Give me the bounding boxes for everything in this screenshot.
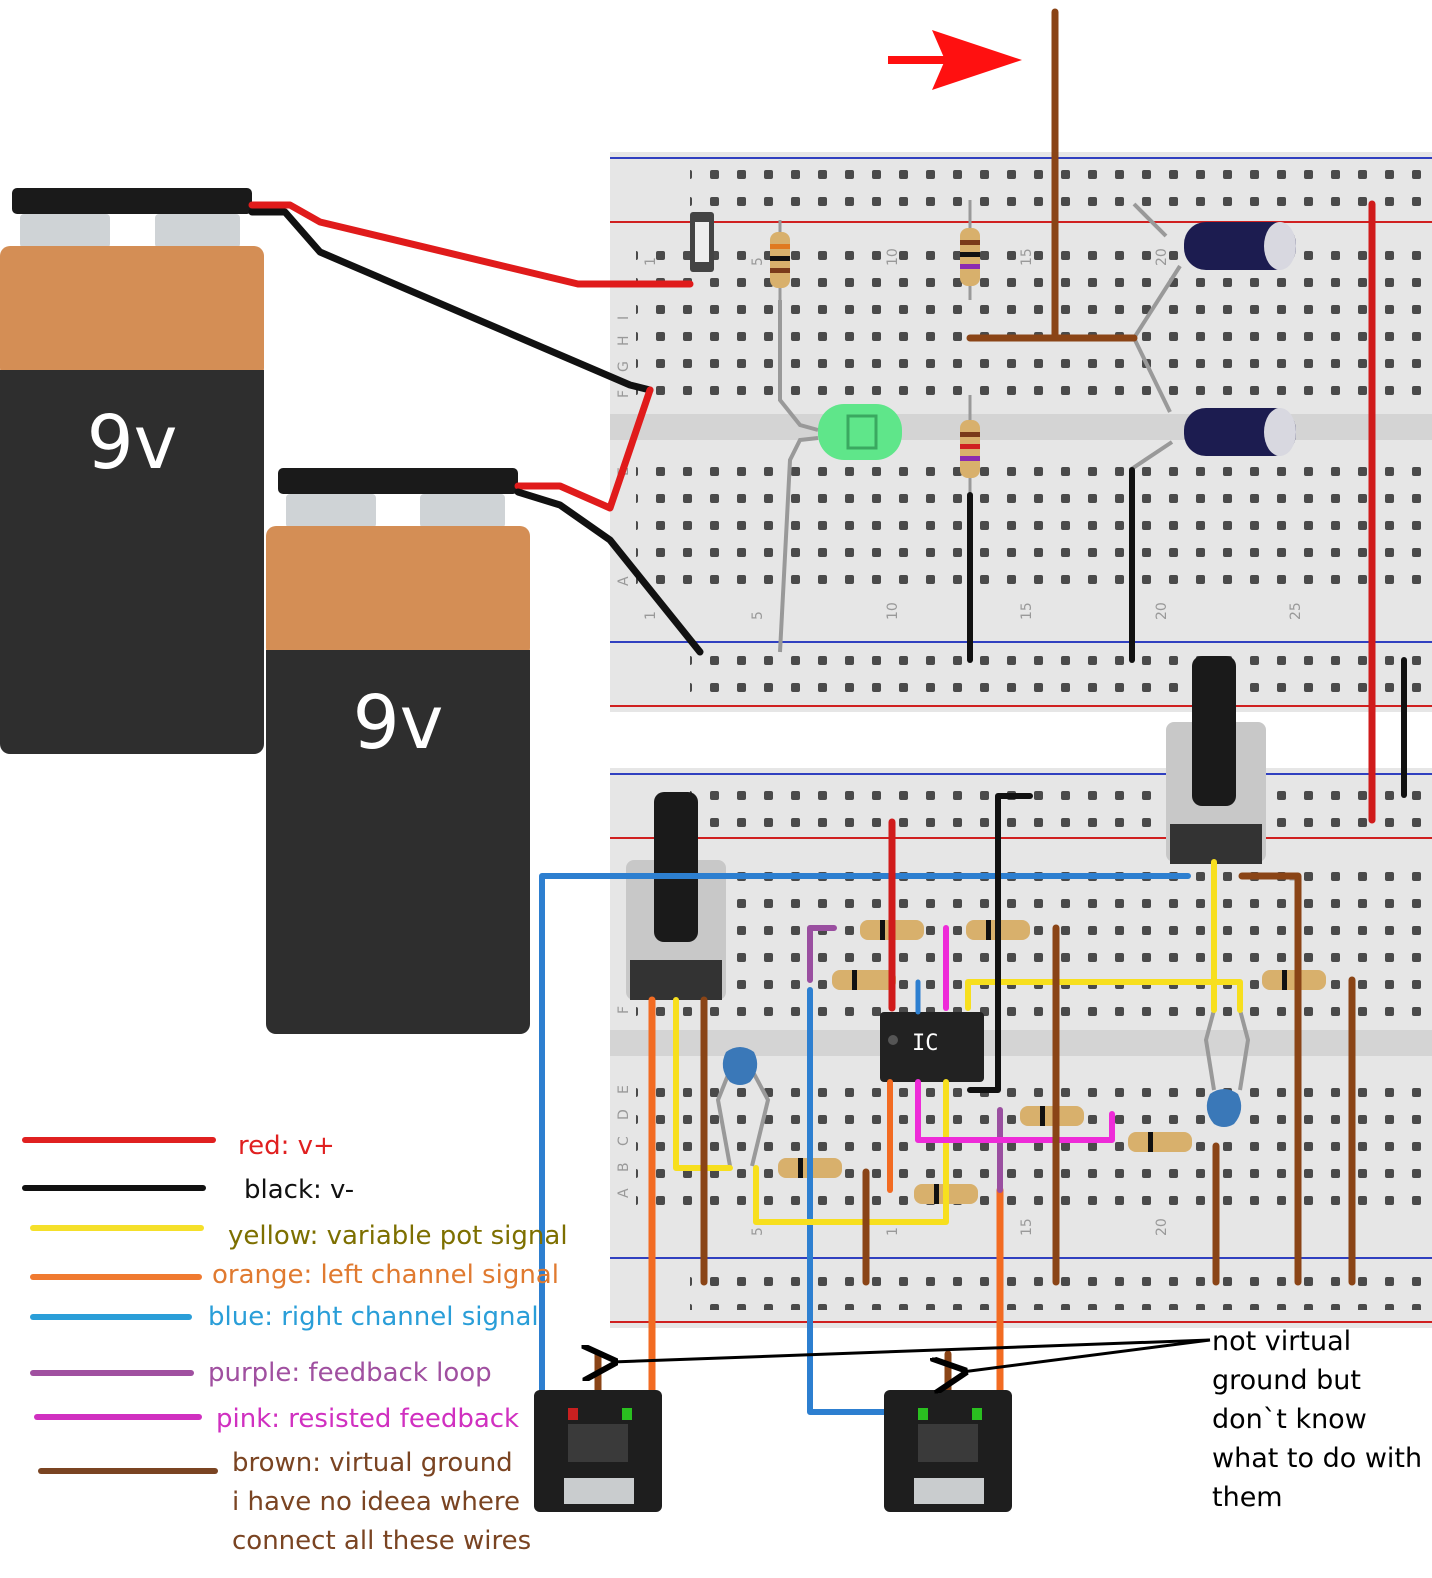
row-letter: B [616, 1162, 632, 1172]
row-letter: C [616, 1136, 632, 1146]
red-arrow [888, 30, 1022, 90]
battery-1: 9v [0, 188, 264, 754]
col-number: 20 [1154, 1218, 1170, 1236]
side-note-line: ground but [1212, 1365, 1361, 1396]
potentiometer-right [1166, 656, 1266, 864]
legend-item-orange: orange: left channel signal [212, 1260, 559, 1290]
col-number: 10 [885, 602, 901, 620]
row-letter: A [616, 1188, 632, 1198]
wire-yellow [753, 1079, 949, 1225]
row-letter: I [616, 316, 632, 320]
col-number: 1 [643, 257, 659, 266]
ic-label: IC [912, 1031, 939, 1056]
ic-chip: IC [880, 1012, 984, 1082]
legend-swatch-yellow [30, 1225, 204, 1231]
col-number: 15 [1019, 602, 1035, 620]
resistor [960, 200, 980, 300]
battery-terminal [155, 214, 240, 248]
audio-jack-right [884, 1390, 1012, 1512]
resistor [770, 220, 790, 300]
legend-item-pink: pink: resisted feedback [216, 1404, 520, 1434]
col-number: 5 [750, 611, 766, 620]
col-number: 1 [885, 1227, 901, 1236]
battery-2: 9v [266, 468, 530, 1034]
led-green [778, 300, 902, 653]
legend-swatch-red [22, 1137, 216, 1143]
legend-swatch-blue [30, 1314, 192, 1320]
resistor [1262, 970, 1326, 990]
col-number: 5 [750, 257, 766, 266]
row-letter: H [616, 335, 632, 346]
legend-swatch-brown [38, 1468, 218, 1474]
resistor [1128, 1132, 1192, 1152]
row-letter: D [616, 1109, 632, 1120]
row-letter: A [616, 576, 632, 586]
legend-item-yellow: yellow: variable pot signal [228, 1221, 568, 1251]
col-number: 15 [1019, 1218, 1035, 1236]
ceramic-capacitor [715, 1047, 771, 1167]
wire-yellow [965, 979, 1243, 1013]
legend-swatch-pink [34, 1414, 202, 1420]
electrolytic-capacitor [1128, 337, 1296, 472]
wire-black [967, 793, 1033, 1093]
wire-blue [539, 873, 1191, 1415]
battery-label: 9v [87, 400, 178, 486]
row-letter: E [616, 1085, 632, 1094]
wire-pink [915, 1079, 1115, 1143]
wire-black [248, 208, 654, 394]
power-rail-bottom-holes [690, 650, 1432, 694]
power-rail-top-holes [690, 168, 1432, 212]
row-letter: F [616, 390, 632, 398]
legend-item-purple: purple: feedback loop [208, 1358, 492, 1388]
battery-wires [248, 201, 704, 656]
side-note-line: don`t know [1212, 1404, 1367, 1435]
breadboard-bottom: 5 5 1 15 20 F E D C B A [610, 768, 1432, 1328]
terminal-strip-upper [636, 242, 1432, 404]
col-number: 1 [643, 611, 659, 620]
wire-black [514, 488, 704, 656]
wire-yellow [673, 997, 733, 1171]
legend-swatch-orange [30, 1274, 202, 1280]
col-number: 20 [1154, 602, 1170, 620]
legend-swatch-purple [30, 1370, 194, 1376]
resistor [960, 395, 980, 495]
legend-item-black: black: v- [244, 1175, 355, 1205]
terminal-strip-lower [636, 458, 1432, 594]
row-letter: F [616, 1006, 632, 1014]
ceramic-capacitor [1203, 1009, 1251, 1127]
resistor [1020, 1106, 1084, 1126]
center-channel [610, 414, 1432, 440]
legend-item-brown: brown: virtual ground [232, 1448, 513, 1478]
resistor [832, 970, 896, 990]
legend-note-line: i have no ideea where [232, 1487, 520, 1517]
electrolytic-capacitor [1132, 202, 1296, 340]
wire-purple [807, 925, 837, 983]
col-number: 5 [750, 1227, 766, 1236]
side-note-line: not virtual [1212, 1326, 1352, 1357]
potentiometer-left [626, 792, 726, 1000]
battery-terminal [20, 214, 110, 248]
battery-clip [12, 188, 252, 214]
legend-item-blue: blue: right channel signal [208, 1302, 539, 1332]
col-number: 20 [1154, 248, 1170, 266]
annotation-arrows [612, 1338, 1211, 1372]
row-letter: G [616, 361, 632, 372]
battery-label: 9v [353, 680, 444, 766]
breadboard-top: 1 5 10 15 20 1 5 10 15 20 25 I H G F E A [610, 152, 1432, 712]
col-number: 25 [1288, 602, 1304, 620]
wire-blue [807, 987, 900, 1415]
wire-red [514, 386, 654, 512]
legend-item-red: red: v+ [238, 1131, 335, 1161]
side-note-line: what to do with [1212, 1443, 1423, 1474]
legend-note-line: connect all these wires [232, 1526, 532, 1556]
col-number: 15 [1019, 248, 1035, 266]
wire-red [248, 201, 694, 288]
wire-brown [1238, 872, 1302, 1286]
audio-jack-left [534, 1390, 662, 1512]
legend-swatch-black [22, 1185, 206, 1191]
side-note: not virtual ground but don`t know what t… [1212, 1322, 1428, 1517]
col-number: 10 [885, 248, 901, 266]
side-note-line: them [1212, 1482, 1283, 1513]
